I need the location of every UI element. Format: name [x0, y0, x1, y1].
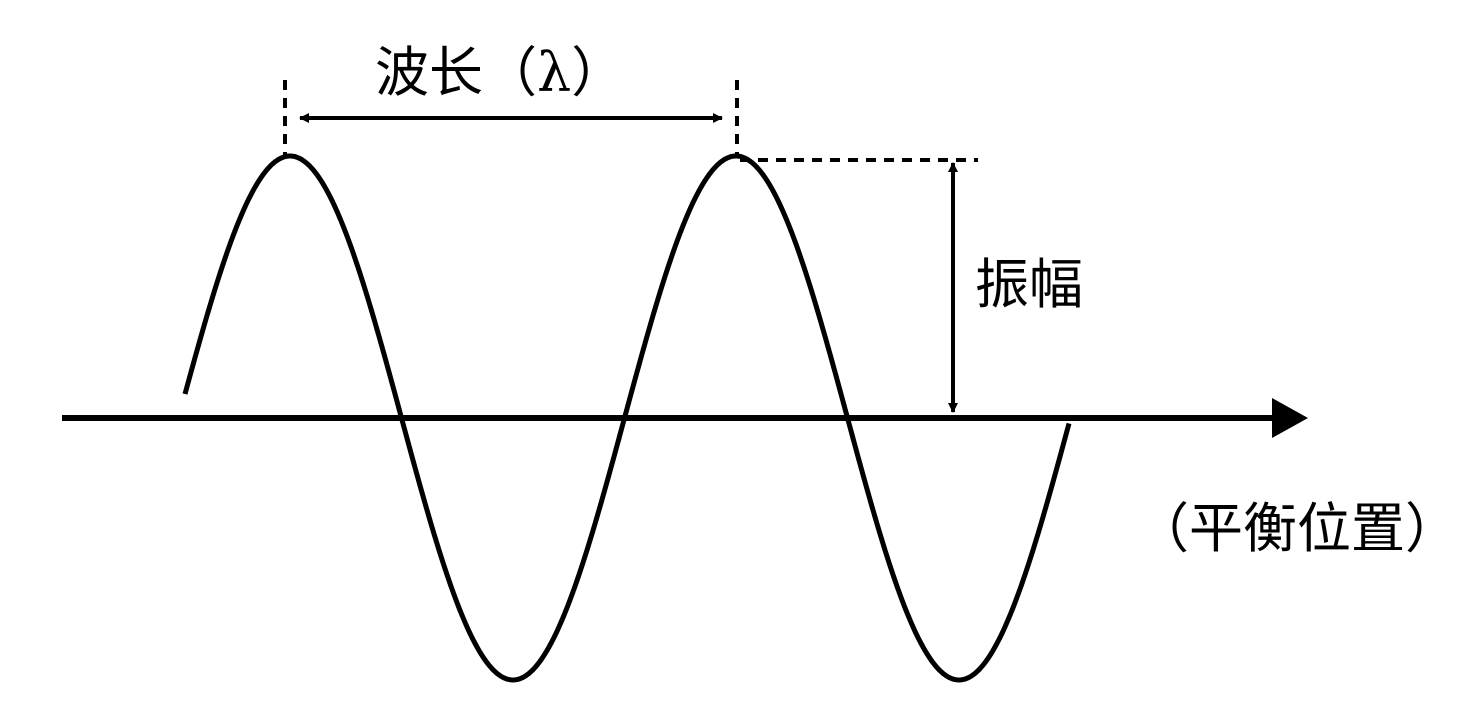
amplitude-label: 振幅: [975, 253, 1083, 316]
equilibrium-label: （平衡位置）: [1135, 497, 1459, 560]
wavelength-label: 波长（λ）: [375, 41, 626, 104]
sine-wave: [182, 153, 1072, 683]
axis-arrowhead: [1272, 398, 1308, 438]
